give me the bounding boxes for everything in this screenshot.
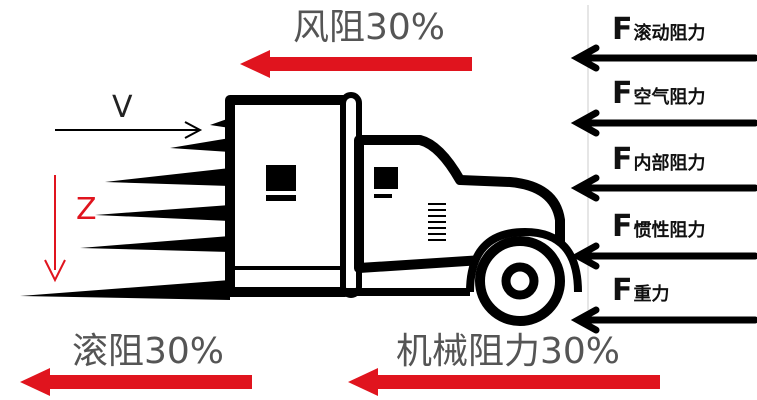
force-arrow-rolling xyxy=(570,44,757,72)
rolling-resistance-arrow xyxy=(20,368,252,396)
force-name: 滚动阻力 xyxy=(633,23,706,44)
force-label-rolling: F滚动阻力 xyxy=(612,12,706,47)
v-axis-arrow xyxy=(55,121,203,139)
force-label-inertia: F惯性阻力 xyxy=(612,209,706,244)
force-arrow-air xyxy=(570,109,757,137)
v-axis-label: V xyxy=(112,90,133,125)
force-label-gravity: F重力 xyxy=(612,273,670,308)
force-name: 空气阻力 xyxy=(633,87,706,108)
mechanical-resistance-label: 机械阻力30% xyxy=(396,331,621,372)
force-label-internal: F内部阻力 xyxy=(612,142,706,177)
force-name: 惯性阻力 xyxy=(633,220,706,241)
force-arrow-gravity xyxy=(570,306,757,334)
wind-resistance-label: 风阻30% xyxy=(293,7,446,48)
force-name: 重力 xyxy=(633,284,670,305)
truck-illustration xyxy=(225,92,582,326)
force-name: 内部阻力 xyxy=(633,153,706,174)
force-symbol: F xyxy=(612,209,633,244)
force-symbol: F xyxy=(612,142,633,177)
force-symbol: F xyxy=(612,12,633,47)
z-axis-arrow xyxy=(44,175,66,283)
wind-resistance-arrow xyxy=(240,50,472,78)
force-arrow-inertia xyxy=(570,242,757,270)
z-axis-label: Z xyxy=(76,192,97,227)
force-arrows xyxy=(570,44,757,334)
rolling-resistance-label: 滚阻30% xyxy=(72,331,225,372)
force-arrow-internal xyxy=(570,174,757,202)
force-symbol: F xyxy=(612,273,633,308)
force-label-air: F空气阻力 xyxy=(612,76,706,111)
force-symbol: F xyxy=(612,76,633,111)
mechanical-resistance-arrow xyxy=(348,368,660,396)
